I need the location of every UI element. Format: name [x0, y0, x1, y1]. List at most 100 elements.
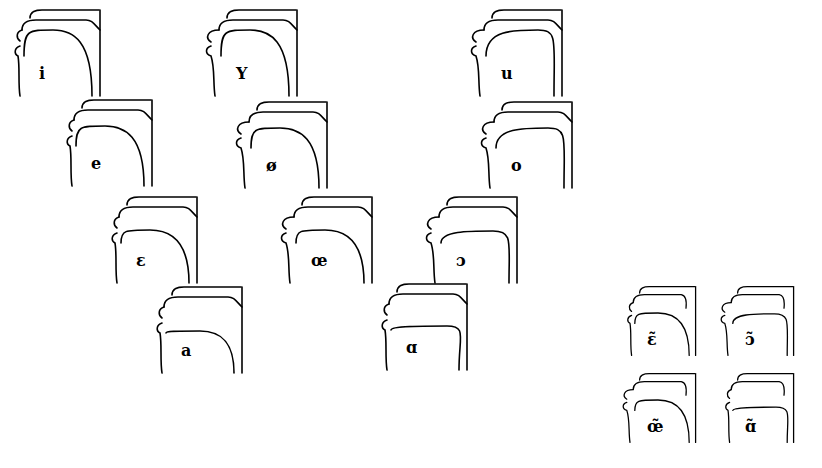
tract-outline [159, 307, 164, 318]
tract-outline [640, 374, 695, 380]
tract-outline [633, 382, 686, 396]
vowel-symbol: ɑ [405, 338, 418, 357]
tract-outline [69, 120, 74, 131]
tract-outline [283, 217, 294, 229]
tract-outline [738, 374, 793, 380]
tract-outline [99, 10, 101, 96]
tract-outline [15, 46, 20, 96]
tract-outline [24, 30, 92, 96]
tract-outline [296, 10, 298, 96]
tract-outline [302, 197, 371, 205]
vocal-tract-figure [67, 100, 152, 186]
tract-outline [127, 197, 196, 205]
tract-outline [114, 217, 119, 228]
vowel-symbol: ɔ̃ [744, 330, 756, 349]
tract-outline [227, 10, 296, 18]
tract-outline [635, 400, 689, 442]
tract-outline [793, 287, 794, 356]
tract-outline [237, 138, 246, 188]
tract-outline [166, 331, 234, 373]
tract-outline [74, 110, 152, 120]
vowel-symbol: ɛ̃ [646, 330, 658, 349]
tract-outline [382, 320, 387, 370]
vowel-symbol: u [500, 64, 514, 83]
tract-outline [241, 287, 243, 373]
vowel-symbol: a [180, 341, 192, 360]
tract-outline [384, 304, 389, 315]
tract-outline [221, 30, 289, 96]
tract-outline [483, 122, 494, 134]
tract-outline [494, 112, 572, 122]
tract-outline [722, 303, 731, 313]
vowel-symbol: o [510, 156, 523, 175]
tract-outline [623, 402, 630, 442]
tract-outline [472, 46, 481, 96]
tract-outline [695, 374, 696, 443]
tract-outline [502, 102, 571, 110]
tract-outline [428, 217, 439, 229]
vocal-tract-figure [427, 197, 518, 283]
tract-outline [389, 294, 467, 304]
vocal-tract-figure [15, 10, 100, 96]
tract-outline [793, 374, 794, 443]
tract-outline [466, 284, 468, 370]
tract-outline [82, 100, 151, 108]
tract-outline [726, 402, 730, 442]
tract-outline [391, 326, 461, 370]
vocal-tract-figure [726, 374, 794, 443]
tract-outline [733, 407, 788, 442]
tract-outline [67, 136, 72, 186]
vowel-symbol: œ̃ [646, 417, 664, 436]
tract-outline [624, 390, 633, 400]
tract-outline [196, 197, 198, 283]
vocal-tract-figure [472, 10, 563, 96]
tract-outline [640, 287, 695, 293]
tract-outline [207, 46, 216, 96]
tract-outline [326, 102, 328, 188]
tract-outline [496, 128, 564, 188]
tract-outline [157, 323, 162, 373]
tract-outline [119, 207, 197, 217]
tract-outline [112, 233, 117, 283]
tract-outline [397, 284, 466, 292]
tract-outline [151, 100, 153, 186]
vowel-symbol: ɛ [135, 251, 147, 270]
tract-outline [731, 295, 784, 309]
vocal-tract-figure [628, 287, 696, 356]
vocal-tract-figure [237, 102, 328, 188]
tract-outline [695, 287, 696, 356]
tract-outline [30, 10, 99, 18]
tract-outline [172, 287, 241, 295]
tract-outline [371, 197, 373, 283]
tract-outline [733, 314, 788, 356]
tract-outline [251, 128, 319, 188]
vowel-symbol: Y [235, 64, 248, 83]
tract-outline [629, 303, 633, 312]
vowel-symbol: i [38, 64, 46, 83]
tract-outline [208, 30, 219, 42]
tract-outline [22, 20, 100, 30]
tract-outline [427, 233, 436, 283]
tract-outline [571, 102, 573, 188]
vocal-tract-figure [112, 197, 197, 283]
vowel-symbol: e [90, 154, 102, 173]
tract-outline [635, 313, 689, 355]
vowel-symbol: ɑ̃ [744, 417, 757, 436]
tract-outline [249, 112, 327, 122]
tract-outline [486, 30, 554, 96]
tract-outline [439, 207, 517, 217]
vocal-tract-figure [157, 287, 242, 373]
tract-outline [633, 295, 686, 309]
tract-outline [482, 138, 491, 188]
tract-outline [76, 126, 144, 186]
vowel-symbol: ɔ [455, 251, 467, 270]
tract-outline [17, 30, 22, 41]
tract-outline [219, 20, 297, 30]
tract-outline [441, 231, 509, 283]
tract-outline [484, 20, 562, 30]
tract-outline [473, 30, 484, 42]
vocal-tract-figure [623, 374, 695, 443]
tract-outline [257, 102, 326, 110]
